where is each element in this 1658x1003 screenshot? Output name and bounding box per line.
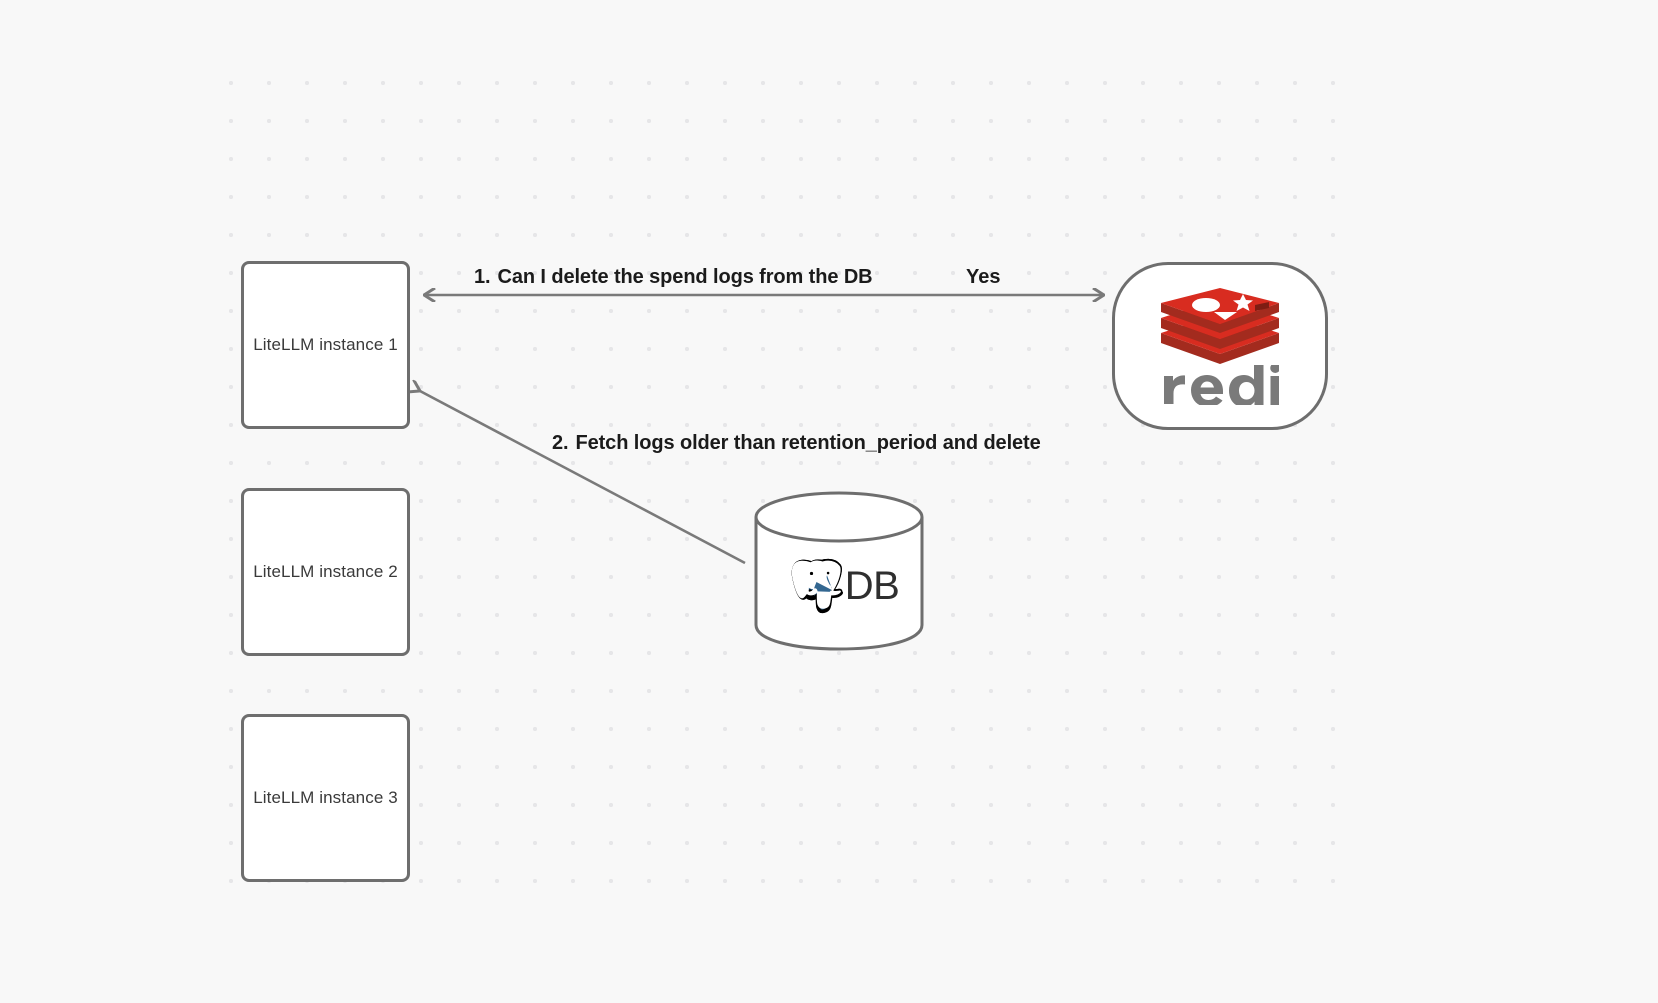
edge-step-number: 2. — [552, 432, 569, 454]
redis-wordmark — [1164, 365, 1279, 405]
edge-step-number: 1. — [474, 266, 491, 288]
node-redis[interactable]: redis — [1112, 262, 1328, 430]
node-label: LiteLLM instance 3 — [253, 788, 398, 807]
edge-step-text: Can I delete the spend logs from the DB — [497, 266, 873, 288]
cylinder-shape — [754, 491, 924, 651]
node-label: LiteLLM instance 1 — [253, 335, 398, 354]
database-logo-row: DB — [753, 490, 925, 652]
node-litellm-instance-3[interactable]: LiteLLM instance 3 — [241, 714, 410, 882]
redis-stack-icon — [1161, 288, 1279, 364]
redis-logo: redis — [1145, 284, 1295, 408]
edge-fetch-line — [420, 391, 746, 565]
edge-label-step-1: 1. Can I delete the spend logs from the D… — [474, 266, 873, 289]
edge-step-text: Fetch logs older than retention_period a… — [575, 432, 1041, 454]
edge-label-step-2: 2. Fetch logs older than retention_period… — [552, 432, 1041, 455]
node-litellm-instance-2[interactable]: LiteLLM instance 2 — [241, 488, 410, 656]
edge-label-reply-yes: Yes — [966, 266, 1001, 288]
postgresql-elephant-icon — [791, 558, 843, 614]
node-database[interactable]: DB — [753, 490, 925, 652]
database-label: DB — [844, 564, 900, 608]
node-label: LiteLLM instance 2 — [253, 562, 398, 581]
node-litellm-instance-1[interactable]: LiteLLM instance 1 — [241, 261, 410, 429]
